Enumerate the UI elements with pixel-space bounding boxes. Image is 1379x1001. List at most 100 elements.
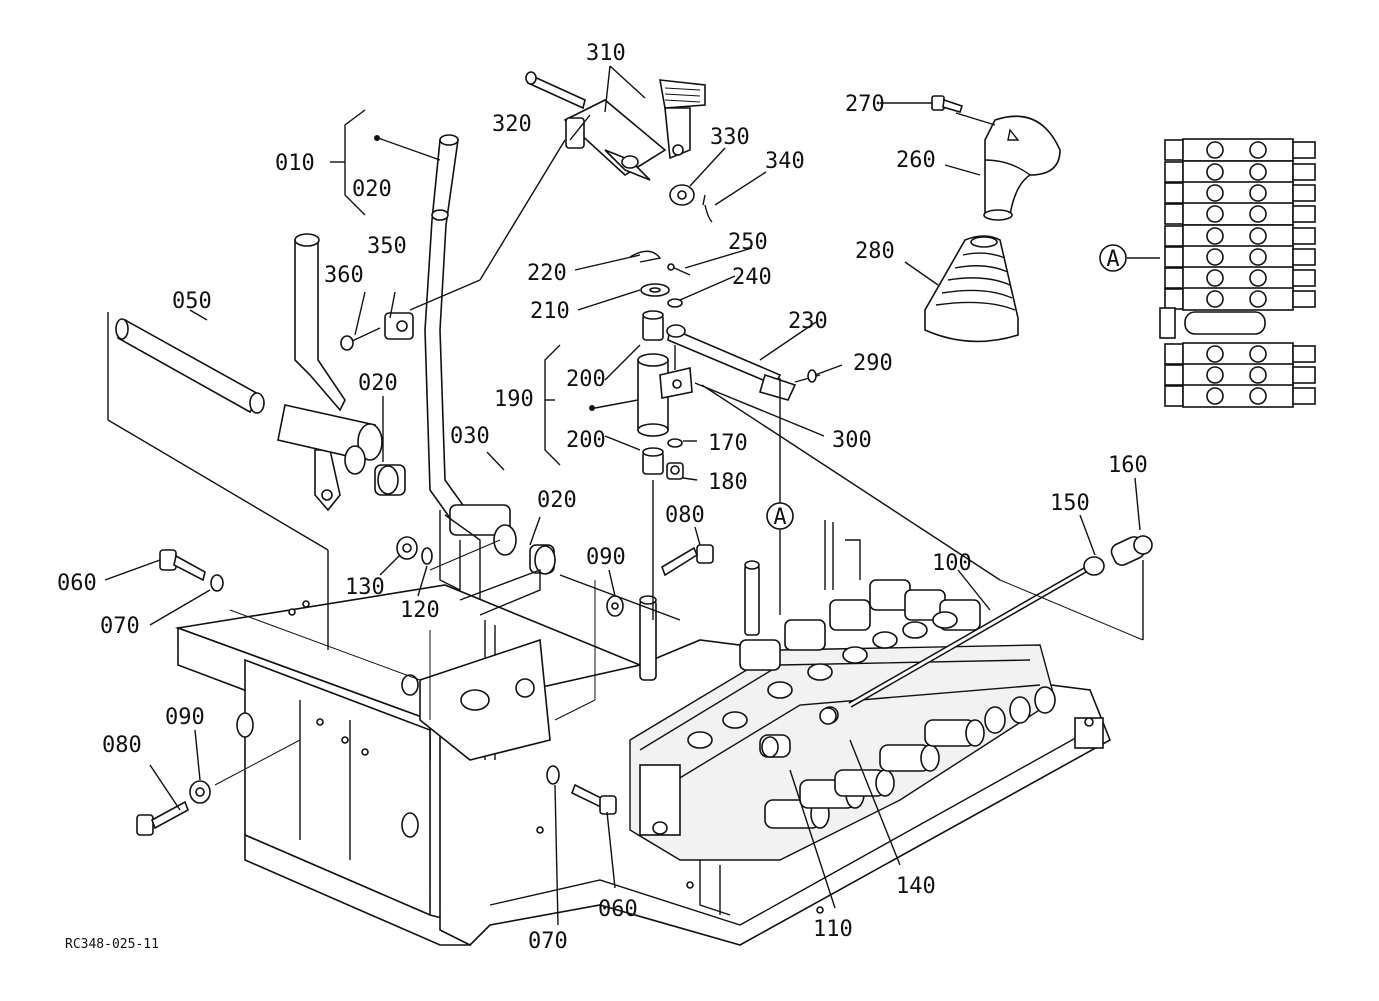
label-290: 290 (853, 351, 893, 376)
inset-row-part (1249, 366, 1267, 384)
inset-row-part (1206, 387, 1224, 405)
inset-row-part (1164, 161, 1184, 183)
label-060-bottom: 060 (598, 897, 638, 922)
label-090-left: 090 (165, 705, 205, 730)
label-050: 050 (172, 289, 212, 314)
label-360: 360 (324, 263, 364, 288)
callout-a-valve: A (766, 502, 794, 530)
label-220: 220 (527, 261, 567, 286)
inset-row-part (1249, 290, 1267, 308)
label-180: 180 (708, 470, 748, 495)
inset-row-part (1182, 287, 1294, 311)
ref-dot-010 (374, 135, 380, 141)
link-rod-assembly (759, 535, 1153, 758)
inset-row-part (1182, 181, 1294, 205)
label-070-bottom: 070 (528, 929, 568, 954)
inset-row-part (1249, 141, 1267, 159)
label-230: 230 (788, 309, 828, 334)
label-250: 250 (728, 230, 768, 255)
label-110: 110 (813, 917, 853, 942)
label-300: 300 (832, 428, 872, 453)
label-060-left: 060 (57, 571, 97, 596)
label-270: 270 (845, 92, 885, 117)
label-160: 160 (1108, 453, 1148, 478)
drawing-code: RC348-025-11 (65, 937, 159, 952)
inset-row-part (1164, 203, 1184, 225)
inset-row-part (1206, 248, 1224, 266)
label-080-left: 080 (102, 733, 142, 758)
inset-row-part (1249, 387, 1267, 405)
inset-row-part (1164, 288, 1184, 310)
valve-spools (687, 579, 981, 749)
secondary-lever (294, 233, 346, 512)
leader-lines (104, 65, 1160, 926)
label-240: 240 (732, 265, 772, 290)
inset-row-part (1164, 225, 1184, 247)
inset-row-part (1182, 342, 1294, 366)
label-020-top: 020 (352, 177, 392, 202)
inset-row-part (1292, 387, 1316, 405)
inset-row-part (1292, 227, 1316, 245)
detail-a-valve-sections (1159, 138, 1316, 408)
label-010: 010 (275, 151, 315, 176)
callout-a-inset-label: A (1106, 247, 1119, 272)
label-200-lower: 200 (566, 428, 606, 453)
main-lever (424, 134, 472, 527)
inset-row-part (1206, 290, 1224, 308)
inset-row-part (1249, 205, 1267, 223)
label-280: 280 (855, 239, 895, 264)
inset-row-part (1182, 160, 1294, 184)
inset-row-part (1206, 141, 1224, 159)
label-150: 150 (1050, 491, 1090, 516)
ref-dot-190 (589, 405, 595, 411)
inset-row-part (1182, 363, 1294, 387)
inset-row-part (1206, 227, 1224, 245)
pivot-shaft (115, 318, 556, 761)
lever-knob (983, 115, 1061, 221)
label-320: 320 (492, 112, 532, 137)
label-340: 340 (765, 149, 805, 174)
inset-row-part (1164, 364, 1184, 386)
inset-row-part (1182, 224, 1294, 248)
callout-a-label: A (773, 505, 786, 530)
inset-row-part (1164, 385, 1184, 407)
bracket-350 (340, 312, 414, 351)
inset-row-part (1182, 138, 1294, 162)
fasteners-left (136, 536, 714, 836)
inset-row-part (1164, 246, 1184, 268)
label-310: 310 (586, 41, 626, 66)
label-020-mid: 020 (358, 371, 398, 396)
inset-row-part (1164, 267, 1184, 289)
inset-row-part (1292, 366, 1316, 384)
inset-row-part (1206, 163, 1224, 181)
label-030: 030 (450, 424, 490, 449)
inset-row-part (1182, 266, 1294, 290)
inset-row-part (1292, 163, 1316, 181)
inset-row-part (1292, 290, 1316, 308)
part-labels: 010 020 020 020 030 050 060 060 070 070 … (57, 41, 1148, 954)
inset-row-part (1206, 184, 1224, 202)
label-190: 190 (494, 387, 534, 412)
label-260: 260 (896, 148, 936, 173)
inset-row-part (1292, 205, 1316, 223)
inset-row-part (1249, 269, 1267, 287)
label-350: 350 (367, 234, 407, 259)
inset-row-part (1206, 205, 1224, 223)
label-090-mid: 090 (586, 545, 626, 570)
label-070-left: 070 (100, 614, 140, 639)
hydraulic-fittings (764, 686, 1056, 829)
inset-row-part (1182, 245, 1294, 269)
inset-row-part (1292, 248, 1316, 266)
label-200-upper: 200 (566, 367, 606, 392)
inset-row-part (1182, 384, 1294, 408)
label-100: 100 (932, 551, 972, 576)
inset-row-part (1249, 345, 1267, 363)
inset-row-part (1164, 182, 1184, 204)
inset-row-part (1249, 248, 1267, 266)
inset-row-part (1206, 366, 1224, 384)
label-080-mid: 080 (665, 503, 705, 528)
inset-row-part (1206, 345, 1224, 363)
inset-row-part (1292, 184, 1316, 202)
label-020-right: 020 (537, 488, 577, 513)
